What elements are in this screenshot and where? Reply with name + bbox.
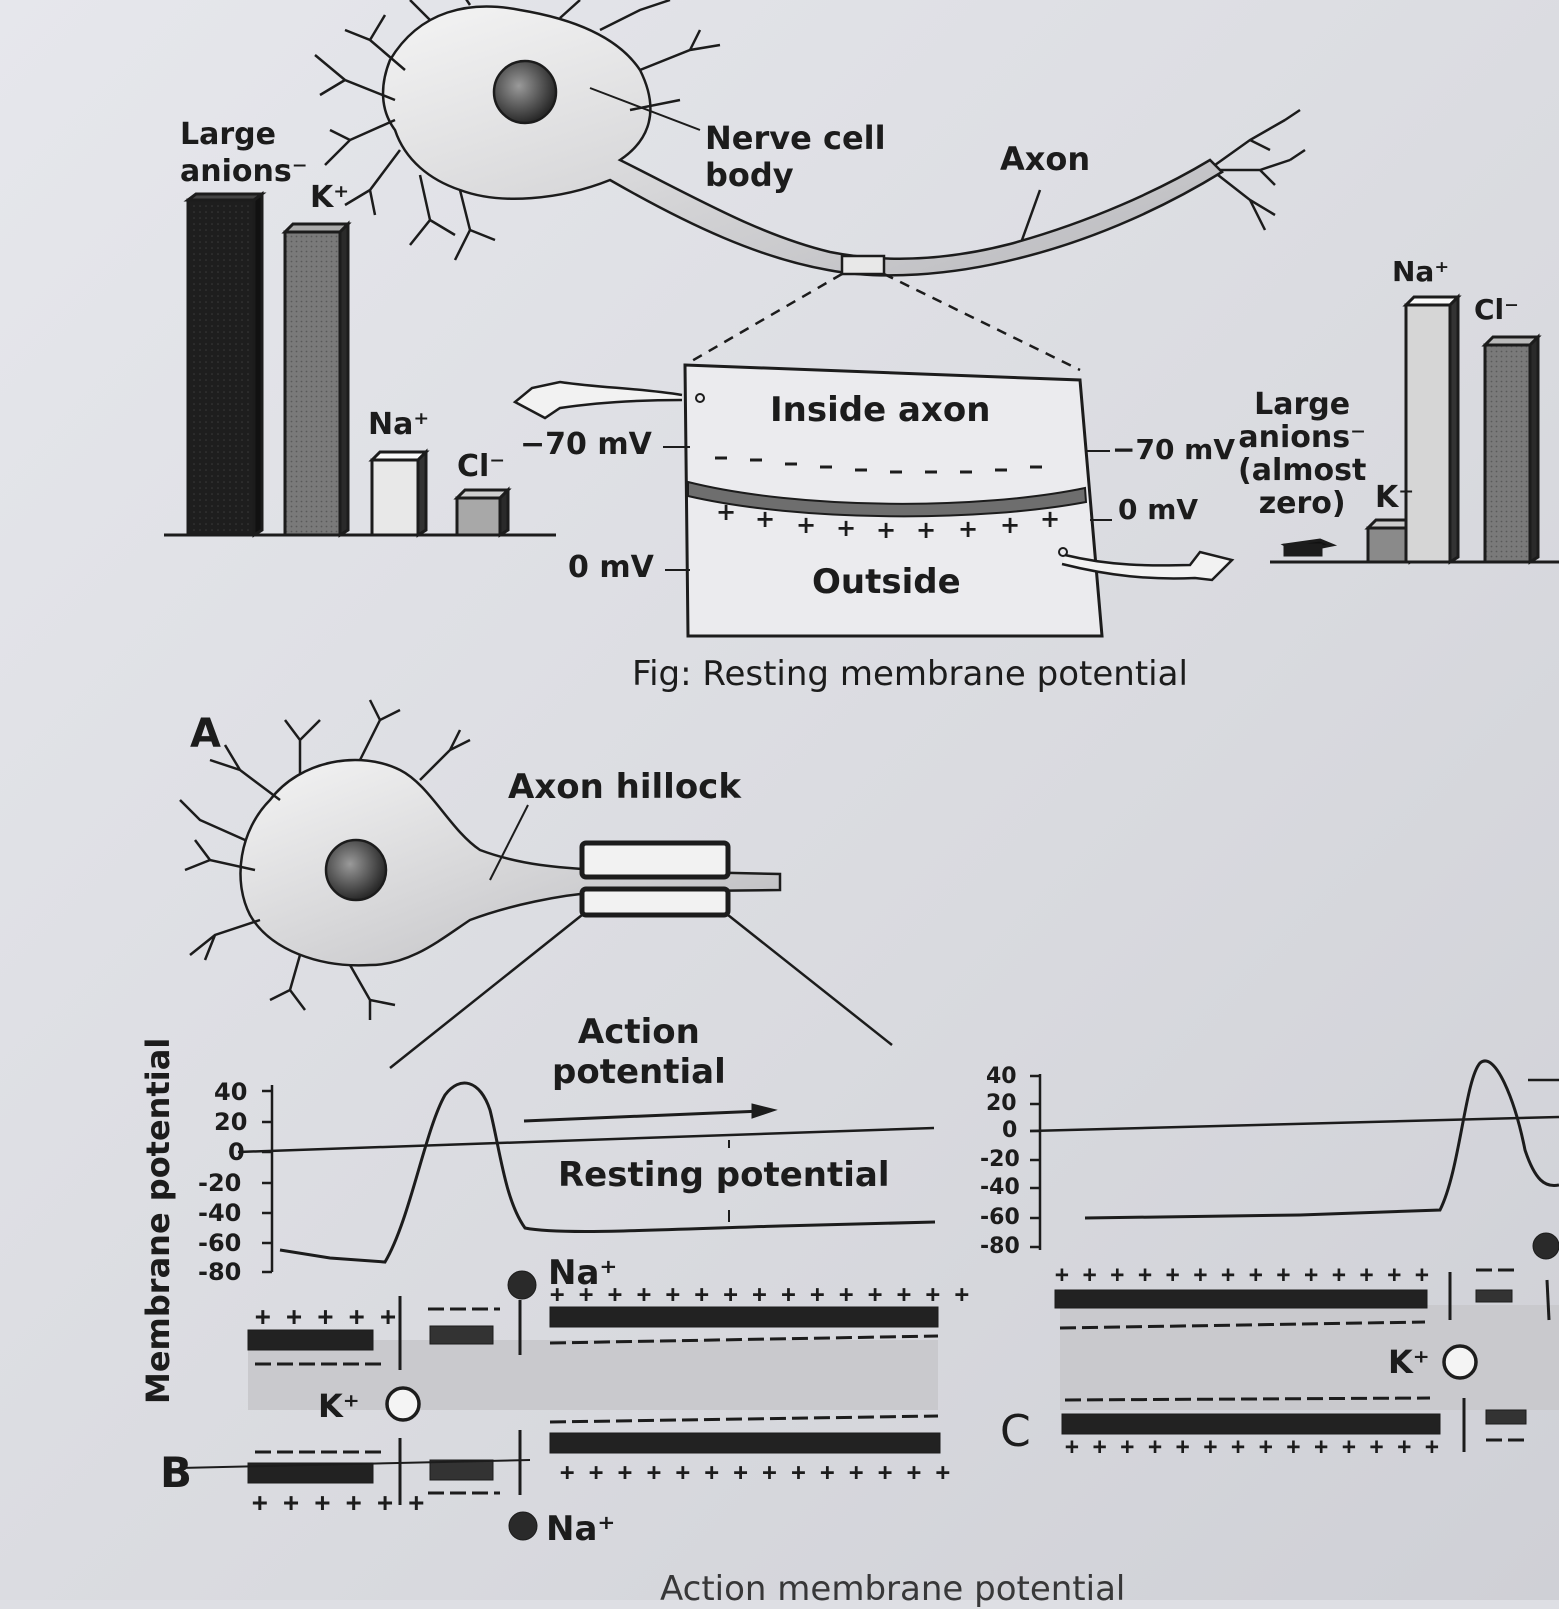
label-na-inside: Na⁺ — [368, 407, 430, 442]
label-k-b: K⁺ — [318, 1387, 360, 1425]
label-k-c: K⁺ — [1388, 1343, 1430, 1381]
y-tick-c-m80: -80 — [980, 1234, 1020, 1259]
label-na-top: Na⁺ — [548, 1253, 618, 1293]
panel-label-c: C — [1000, 1406, 1031, 1457]
y-tick-b-m20: -20 — [198, 1169, 242, 1197]
svg-text:+: + — [836, 514, 856, 542]
y-tick-c-20: 20 — [986, 1091, 1017, 1116]
label-cl-outside: Cl⁻ — [1474, 293, 1519, 326]
action-potential-graph-b — [237, 1081, 936, 1274]
label-right-zero: 0 mV — [1118, 493, 1199, 526]
membrane-b — [179, 1270, 941, 1541]
inside-ion-bars — [164, 191, 556, 538]
label-left-zero: 0 mV — [568, 550, 654, 585]
y-axis-label: Membrane potential — [139, 1037, 177, 1404]
y-tick-c-0: 0 — [1002, 1118, 1018, 1143]
panel-label-b: B — [160, 1448, 193, 1497]
y-tick-b-m40: -40 — [198, 1199, 242, 1227]
svg-text:+: + — [716, 498, 736, 526]
caption-resting-potential: Fig: Resting membrane potential — [632, 654, 1188, 694]
label-axon-hillock: Axon hillock — [508, 767, 741, 807]
label-k-inside: K⁺ — [310, 180, 350, 215]
y-tick-b-0: 0 — [228, 1138, 245, 1166]
y-tick-b-20: 20 — [214, 1108, 248, 1136]
top-neuron — [314, 0, 1306, 372]
label-cl-inside: Cl⁻ — [457, 449, 506, 484]
label-na-bottom: Na⁺ — [546, 1509, 616, 1549]
y-tick-b-m80: -80 — [198, 1258, 242, 1286]
action-potential-curve-c — [1084, 1059, 1559, 1220]
label-outside: Outside — [812, 562, 961, 602]
label-nerve-cell-body: Nerve cell body — [705, 119, 886, 194]
axon-zoom-box — [512, 363, 1235, 638]
svg-text:+: + — [755, 505, 775, 533]
svg-text:+: + — [1040, 505, 1060, 533]
label-right-minus-70: −70 mV — [1112, 433, 1236, 466]
plus-bottom-c: + + + + + + + + + + + + + + — [1065, 1434, 1439, 1460]
svg-text:+: + — [916, 516, 936, 544]
svg-text:+: + — [1000, 511, 1020, 539]
label-large-anions-inside: Large anions⁻ — [180, 117, 308, 189]
membrane-c — [1054, 1232, 1559, 1452]
y-tick-c-40: 40 — [986, 1064, 1017, 1089]
label-inside-axon: Inside axon — [770, 390, 991, 430]
y-tick-c-m40: -40 — [980, 1175, 1020, 1200]
outside-ion-bars — [1270, 293, 1559, 565]
action-potential-graph-c — [1029, 1059, 1559, 1250]
panel-label-a: A — [190, 711, 221, 757]
plus-bottom-b2: + + + + + + + + + + + + + + — [560, 1458, 951, 1486]
label-axon: Axon — [1000, 140, 1091, 178]
action-potential-curve — [279, 1081, 936, 1264]
label-na-outside: Na⁺ — [1392, 255, 1450, 288]
label-k-outside: K⁺ — [1375, 480, 1415, 515]
y-tick-b-m60: -60 — [198, 1229, 242, 1257]
svg-text:+: + — [958, 515, 978, 543]
y-tick-c-m20: -20 — [980, 1147, 1020, 1172]
label-resting-potential: Resting potential — [558, 1155, 890, 1195]
label-action-potential: Action potential — [552, 1012, 726, 1092]
svg-text:+: + — [876, 516, 896, 544]
label-left-minus-70: −70 mV — [520, 427, 652, 462]
y-tick-c-m60: -60 — [980, 1205, 1020, 1230]
label-large-anions-outside: Large anions⁻ (almost zero) — [1238, 387, 1367, 521]
outside-plus-signs: + + + + + + + + + — [716, 498, 1060, 544]
plus-bottom-b1: + + + + + + — [252, 1488, 425, 1518]
caption-action-potential-partial: Action membrane potential — [660, 1569, 1126, 1609]
y-tick-b-40: 40 — [214, 1078, 248, 1106]
svg-text:+: + — [796, 511, 816, 539]
plus-top-b1: + + + + + — [255, 1302, 396, 1332]
plus-top-b2: + + + + + + + + + + + + + + + — [550, 1280, 970, 1308]
neuron-a — [179, 699, 893, 1069]
plus-top-c: + + + + + + + + + + + + + + — [1055, 1262, 1429, 1288]
